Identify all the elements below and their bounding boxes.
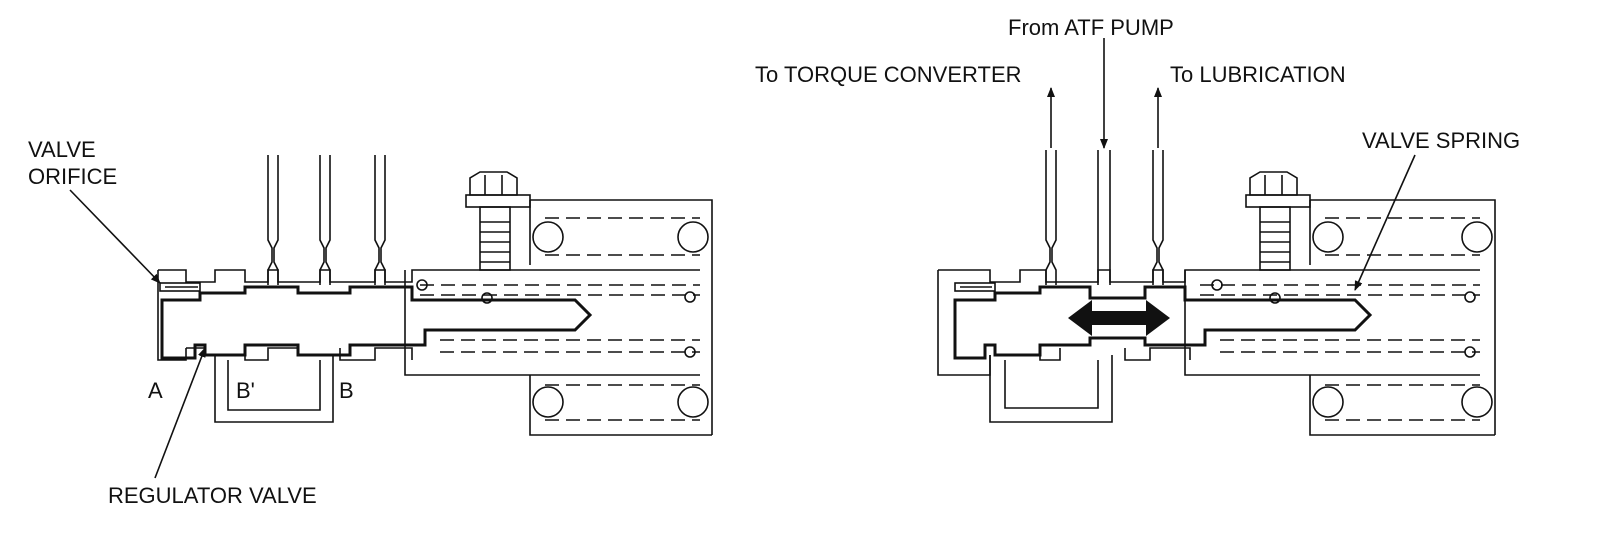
label-valve-orifice-line2: ORIFICE (28, 164, 117, 189)
label-port-a: A (148, 378, 163, 403)
right-valve-orifice (954, 282, 996, 292)
right-spring-and-cover (1184, 199, 1496, 436)
right-regulator-spool (953, 285, 1373, 360)
right-valve-assembly (937, 38, 1496, 436)
spool-motion-double-arrow (1068, 300, 1170, 336)
label-valve-orifice-line1: VALVE (28, 137, 96, 162)
right-bolt (1245, 171, 1311, 271)
pointer-valve-spring (1354, 154, 1416, 291)
label-valve-spring: VALVE SPRING (1362, 128, 1520, 153)
left-bolt (465, 171, 531, 271)
label-port-b-prime: B' (236, 378, 255, 403)
label-to-torque-converter: To TORQUE CONVERTER (755, 62, 1022, 87)
label-port-b: B (339, 378, 354, 403)
label-from-atf-pump: From ATF PUMP (1008, 15, 1174, 40)
right-vertical-passages (1045, 150, 1164, 285)
right-valve-housing (937, 269, 1210, 423)
pointer-regulator-valve (154, 347, 206, 479)
left-spring-and-cover (404, 199, 713, 436)
label-regulator-valve: REGULATOR VALVE (108, 483, 317, 508)
left-valve-orifice (159, 282, 201, 292)
left-vertical-passages (267, 155, 386, 285)
label-to-lubrication: To LUBRICATION (1170, 62, 1346, 87)
left-bprime-b-passage (214, 355, 334, 423)
pointer-valve-orifice (69, 189, 161, 284)
